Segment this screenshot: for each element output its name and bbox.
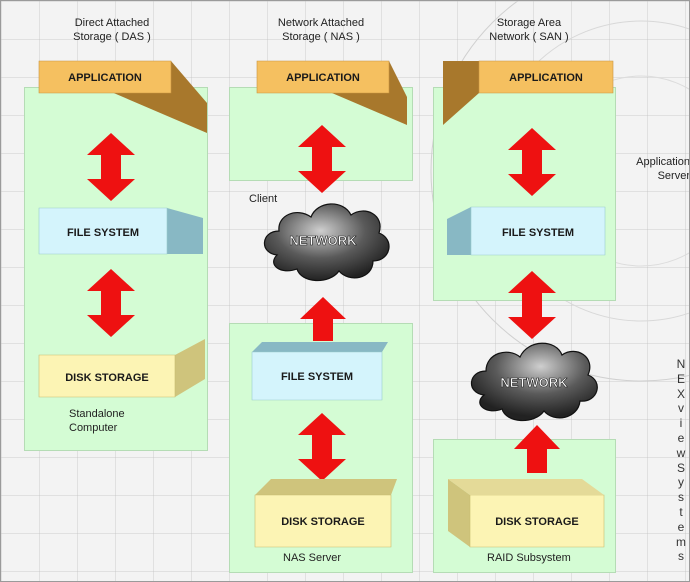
nas-file-system-label: FILE SYSTEM [281, 371, 353, 383]
branding-letter: N [676, 357, 686, 371]
das-disk-storage-label: DISK STORAGE [65, 372, 149, 384]
san-network-label: NETWORK [500, 375, 568, 390]
application-server-zone [433, 87, 616, 301]
branding-letter: v [678, 401, 684, 416]
nas-network-cloud-icon: NETWORK [263, 203, 390, 282]
das-header: Direct Attached Storage ( DAS ) [47, 16, 177, 44]
branding-letter: w [676, 445, 686, 460]
nas-header: Network Attached Storage ( NAS ) [251, 16, 391, 44]
das-disk-storage-block: DISK STORAGE [38, 339, 205, 398]
standalone-computer-label: Standalone Computer [69, 408, 125, 434]
das-file-system-label: FILE SYSTEM [67, 227, 139, 239]
up-arrow-icon [514, 425, 560, 473]
branding-letter: E [676, 371, 685, 386]
up-arrow-icon [300, 297, 346, 341]
san-disk-storage-block: DISK STORAGE [448, 479, 605, 548]
double-arrow-icon [508, 128, 556, 196]
nas-disk-storage-block: DISK STORAGE [254, 479, 397, 548]
das-title: Direct Attached Storage ( DAS ) [73, 17, 151, 43]
double-arrow-icon [298, 413, 346, 481]
nas-title: Network Attached Storage ( NAS ) [277, 17, 365, 43]
das-file-system-block: FILE SYSTEM [38, 207, 203, 255]
nas-server-label: NAS Server [283, 552, 342, 564]
raid-subsystem-label: RAID Subsystem [487, 552, 571, 564]
san-file-system-label: FILE SYSTEM [502, 227, 574, 239]
branding-letter: i [679, 416, 683, 431]
san-application-label: APPLICATION [509, 72, 583, 84]
branding-letter: m [676, 534, 686, 549]
branding-letter: t [679, 504, 683, 519]
double-arrow-icon [298, 125, 346, 193]
nas-network-label: NETWORK [289, 233, 357, 248]
nas-disk-storage-label: DISK STORAGE [281, 516, 365, 528]
double-arrow-icon [87, 269, 135, 337]
branding-letter: e [677, 430, 685, 445]
nas-application-block: APPLICATION [256, 60, 407, 125]
double-arrow-icon [87, 133, 135, 201]
branding-letter: s [678, 490, 684, 505]
branding-letter: X [676, 386, 685, 401]
san-file-system-block: FILE SYSTEM [447, 206, 606, 256]
nas-application-label: APPLICATION [286, 72, 360, 84]
branding-letter: e [677, 519, 685, 534]
double-arrow-icon [508, 271, 556, 339]
client-label: Client [249, 193, 278, 205]
san-title: Storage Area Network ( SAN ) [489, 17, 569, 43]
branding-letter: y [678, 475, 684, 490]
branding-letter: s [678, 549, 684, 564]
nas-file-system-block: FILE SYSTEM [251, 342, 388, 401]
application-server-label: Application Server [636, 156, 690, 182]
san-network-cloud-icon: NETWORK [470, 342, 598, 422]
san-application-block: APPLICATION [443, 60, 614, 125]
san-disk-storage-label: DISK STORAGE [495, 516, 579, 528]
das-application-label: APPLICATION [68, 72, 142, 84]
das-application-block: APPLICATION [38, 60, 207, 133]
san-header: Storage Area Network ( SAN ) [469, 16, 589, 44]
branding-letter: S [676, 460, 685, 475]
